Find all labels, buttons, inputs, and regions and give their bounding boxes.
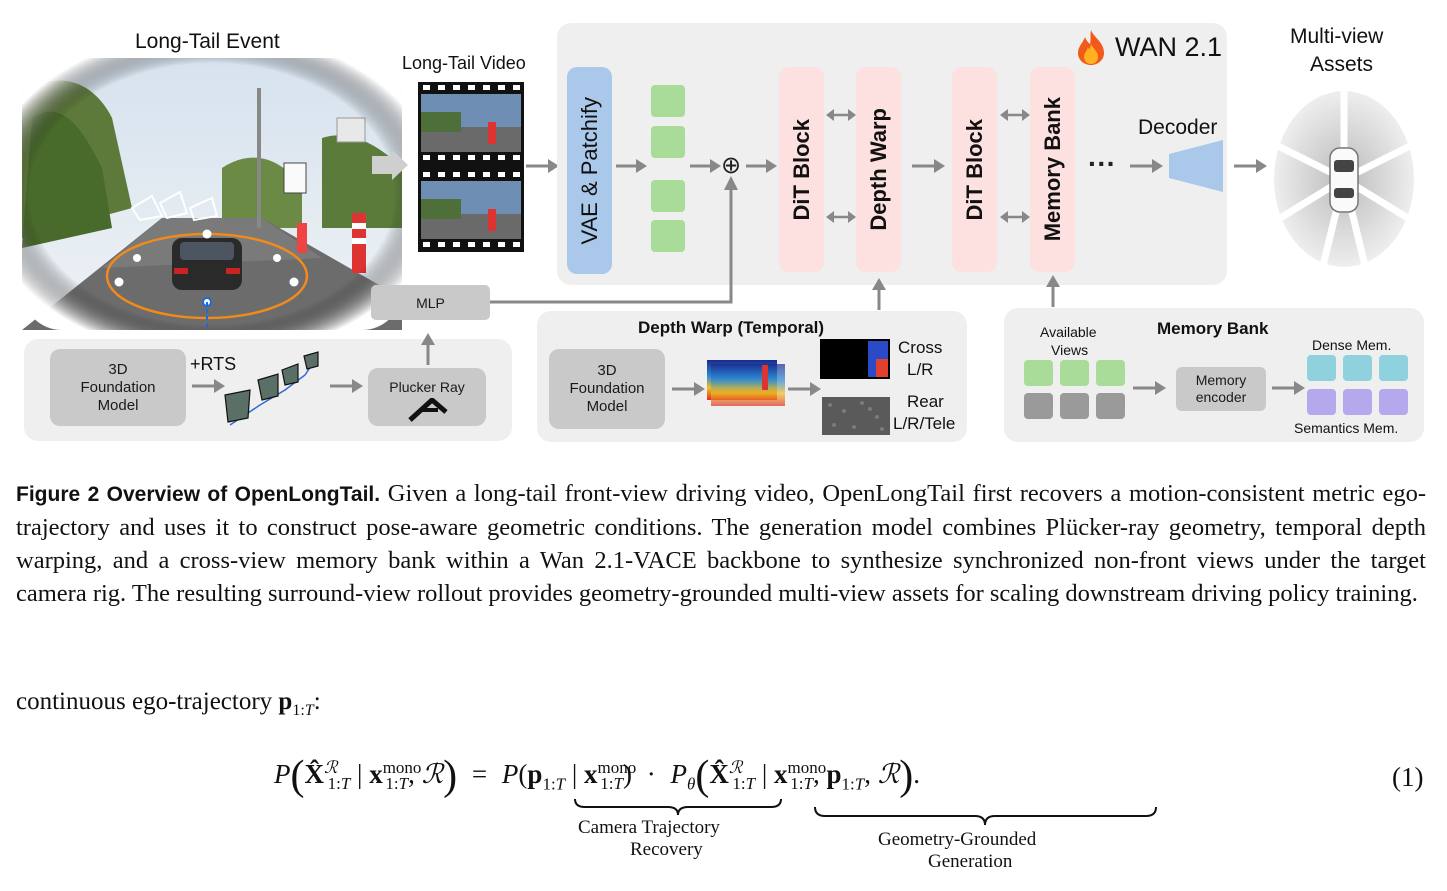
arrow-oplus-to-dit [746, 159, 777, 173]
decoder-label: Decoder [1138, 116, 1218, 139]
arrow-vae-to-tokens [616, 159, 647, 173]
dense-mem-label: Dense Mem. [1312, 337, 1392, 353]
view-token-6 [1096, 393, 1125, 419]
dense-mem-3 [1379, 355, 1408, 381]
token-1 [651, 85, 685, 117]
foundation-model-mid: 3D Foundation Model [549, 349, 665, 429]
token-3 [651, 180, 685, 212]
arrow-depthwarp-to-dit2 [912, 159, 945, 173]
fire-icon [1074, 28, 1108, 75]
wan-label: WAN 2.1 [1115, 32, 1223, 62]
view-token-1 [1024, 360, 1053, 386]
semantic-mem-2 [1343, 389, 1372, 415]
decoder-shape [1169, 140, 1223, 192]
rts-label: +RTS [190, 354, 237, 374]
underbrace-2-label-1: Geometry-Grounded [878, 829, 1037, 850]
underbrace-2 [814, 806, 1157, 826]
rear-label-2: L/R/Tele [893, 414, 956, 433]
equation-lhs: P(X̂ℛ1:T | xmono1:T, ℛ) [274, 753, 458, 799]
multiview-title-line2: Assets [1310, 53, 1374, 76]
multiview-assets-image [1272, 88, 1416, 270]
view-token-4 [1024, 393, 1053, 419]
mlp-box: MLP [371, 285, 490, 320]
depth-map-image [707, 360, 785, 406]
semantic-mem-3 [1379, 389, 1408, 415]
memory-encoder-box: Memory encoder [1176, 367, 1266, 411]
underbrace-1 [574, 798, 782, 816]
token-4 [651, 220, 685, 252]
equation-term-2: Pθ(X̂ℛ1:T | xmono1:T, p1:T, ℛ) [670, 753, 914, 799]
long-tail-video-title: Long-Tail Video [402, 53, 526, 73]
semantic-mem-1 [1307, 389, 1336, 415]
ellipsis: ··· [1088, 148, 1116, 179]
dit-block-1: DiT Block [779, 67, 824, 272]
plucker-ray-icon [408, 398, 448, 422]
arrow-cams-to-plucker [330, 379, 363, 393]
equation-number: (1) [1392, 762, 1424, 792]
vae-patchify-block: VAE & Patchify [567, 67, 612, 274]
view-token-3 [1096, 360, 1125, 386]
depth-warp-temporal-title: Depth Warp (Temporal) [638, 318, 825, 337]
bidir-arrow-1b [826, 211, 856, 223]
bidir-arrow-2b [1000, 211, 1030, 223]
camera-poses-icon [224, 351, 319, 426]
dense-mem-2 [1343, 355, 1372, 381]
long-tail-event-title: Long-Tail Event [135, 30, 280, 53]
arrow-foundation-to-cams [192, 379, 225, 393]
arrow-ellipsis-to-decoder [1130, 159, 1163, 173]
rear-label-1: Rear [907, 392, 944, 411]
oplus-icon: ⊕ [720, 151, 742, 179]
available-views-label-1: Available [1040, 324, 1097, 340]
arrow-foundation-to-depthmap [672, 382, 705, 396]
arrow-views-to-encoder [1133, 381, 1166, 395]
arrow-panel-to-depthwarp [872, 278, 886, 310]
lead-math: p1:T [278, 688, 314, 719]
cross-label-1: Cross [898, 338, 943, 357]
road-scene-image [22, 58, 402, 330]
view-token-5 [1060, 393, 1089, 419]
cross-view-image [820, 339, 890, 379]
dit-block-2: DiT Block [952, 67, 997, 272]
available-views-label-2: Views [1051, 342, 1089, 358]
view-token-2 [1060, 360, 1089, 386]
underbrace-2-label-2: Generation [928, 851, 1013, 872]
memory-bank-title: Memory Bank [1157, 319, 1269, 338]
underbrace-1-label-1: Camera Trajectory [578, 817, 720, 838]
arrow-encoder-to-mem [1272, 381, 1305, 395]
film-strip [418, 82, 524, 252]
memory-bank-block: Memory Bank [1030, 67, 1075, 272]
dense-mem-1 [1307, 355, 1336, 381]
equation: P(X̂ℛ1:T | xmono1:T, ℛ) = P(p1:T | xmono… [274, 753, 920, 799]
arrow-decoder-to-assets [1234, 159, 1267, 173]
bidir-arrow-1a [826, 109, 856, 121]
arrow-depthmap-to-views [788, 382, 821, 396]
arrow-plucker-to-mlp [421, 333, 435, 365]
depth-warp-block: Depth Warp [856, 67, 901, 272]
token-2 [651, 126, 685, 158]
arrow-video-to-vae [526, 159, 559, 173]
plucker-ray-box: Plucker Ray [368, 368, 486, 426]
semantics-mem-label: Semantics Mem. [1294, 420, 1399, 436]
underbrace-1-label-2: Recovery [630, 839, 703, 860]
equation-term-1: P(p1:T | xmono1:T) [501, 758, 637, 794]
foundation-model-left: 3D Foundation Model [50, 349, 186, 426]
arrow-panel-to-memorybank [1046, 275, 1060, 307]
lead-text: continuous ego-trajectory p1:T: [16, 688, 321, 719]
multiview-title-line1: Multi-view [1290, 25, 1384, 48]
caption-body: Given a long-tail front-view driving vid… [16, 480, 1426, 607]
arrow-tokens-to-oplus [690, 159, 721, 173]
cross-label-2: L/R [907, 360, 934, 379]
rear-view-image [822, 397, 890, 435]
figure-caption: Figure 2 Overview of OpenLongTail. Given… [16, 477, 1426, 610]
arrow-scene-to-video [372, 150, 408, 180]
bidir-arrow-2a [1000, 109, 1030, 121]
figure-2: Long-Tail Event [22, 23, 1424, 442]
arrow-mlp-to-oplus [490, 176, 738, 304]
caption-head: Figure 2 Overview of OpenLongTail. [16, 483, 381, 506]
